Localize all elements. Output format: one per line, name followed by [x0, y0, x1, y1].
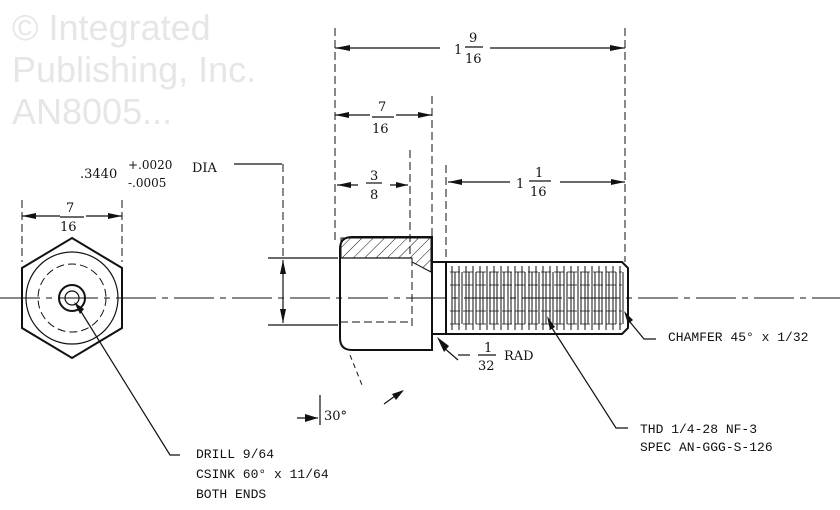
dim-suffix: DIA	[192, 161, 218, 176]
note-drill: DRILL 9/64 CSINK 60° x 11/64 BOTH ENDS	[74, 302, 329, 502]
dim-overall-length: 1 9 16	[334, 28, 626, 262]
note-thread: THD 1/4-28 NF-3 SPEC AN-GGG-S-126	[547, 316, 773, 455]
dim-denominator: 16	[60, 220, 77, 235]
thread-note-line-1: THD 1/4-28 NF-3	[640, 422, 757, 437]
dim-denominator: 16	[530, 185, 547, 200]
note-chamfer: CHAMFER 45° x 1/32	[624, 311, 808, 345]
thread-note-line-2: SPEC AN-GGG-S-126	[640, 440, 773, 455]
watermark-line-2: Publishing, Inc.	[12, 49, 256, 90]
dim-bore-diameter: .3440 +.0020 -.0005 DIA	[80, 158, 338, 326]
note-fillet-radius: 1 32 RAD	[437, 337, 534, 374]
angle-label: 30°	[324, 409, 347, 424]
dim-denominator: 32	[478, 359, 495, 374]
drill-note-line-1: DRILL 9/64	[196, 447, 274, 462]
dim-tolerance-minus: -.0005	[128, 176, 166, 190]
dim-numerator: 3	[370, 169, 378, 184]
dim-denominator: 16	[372, 122, 389, 137]
dim-whole: 1	[516, 177, 524, 192]
watermark: © Integrated Publishing, Inc. AN8005...	[12, 7, 256, 132]
dim-tolerance-plus: +.0020	[128, 158, 172, 172]
dim-head-length: 7 16	[335, 96, 433, 237]
dim-denominator: 8	[370, 188, 378, 203]
dim-numerator: 7	[378, 100, 386, 115]
dim-hex-across-flats: 7 16	[21, 200, 123, 262]
dim-numerator: 9	[469, 31, 477, 46]
chamfer-note: CHAMFER 45° x 1/32	[668, 330, 808, 345]
watermark-line-3: AN8005...	[12, 91, 172, 132]
hex-end-view	[21, 236, 123, 360]
dim-bore-depth: 3 8	[337, 150, 411, 258]
drill-note-line-2: CSINK 60° x 11/64	[196, 467, 329, 482]
dim-numerator: 1	[535, 166, 543, 181]
side-view	[339, 236, 629, 351]
dim-numerator: 1	[484, 341, 492, 356]
dim-angle: 30°	[297, 354, 404, 425]
dim-denominator: 16	[465, 52, 482, 67]
dim-thread-length: 1 1 16	[445, 165, 625, 262]
drill-note-line-3: BOTH ENDS	[196, 487, 266, 502]
dim-numerator: 7	[66, 201, 74, 216]
dim-suffix: RAD	[504, 349, 534, 364]
dim-value: .3440	[80, 167, 117, 182]
dim-whole: 1	[454, 43, 462, 58]
watermark-line-1: © Integrated	[12, 7, 211, 48]
